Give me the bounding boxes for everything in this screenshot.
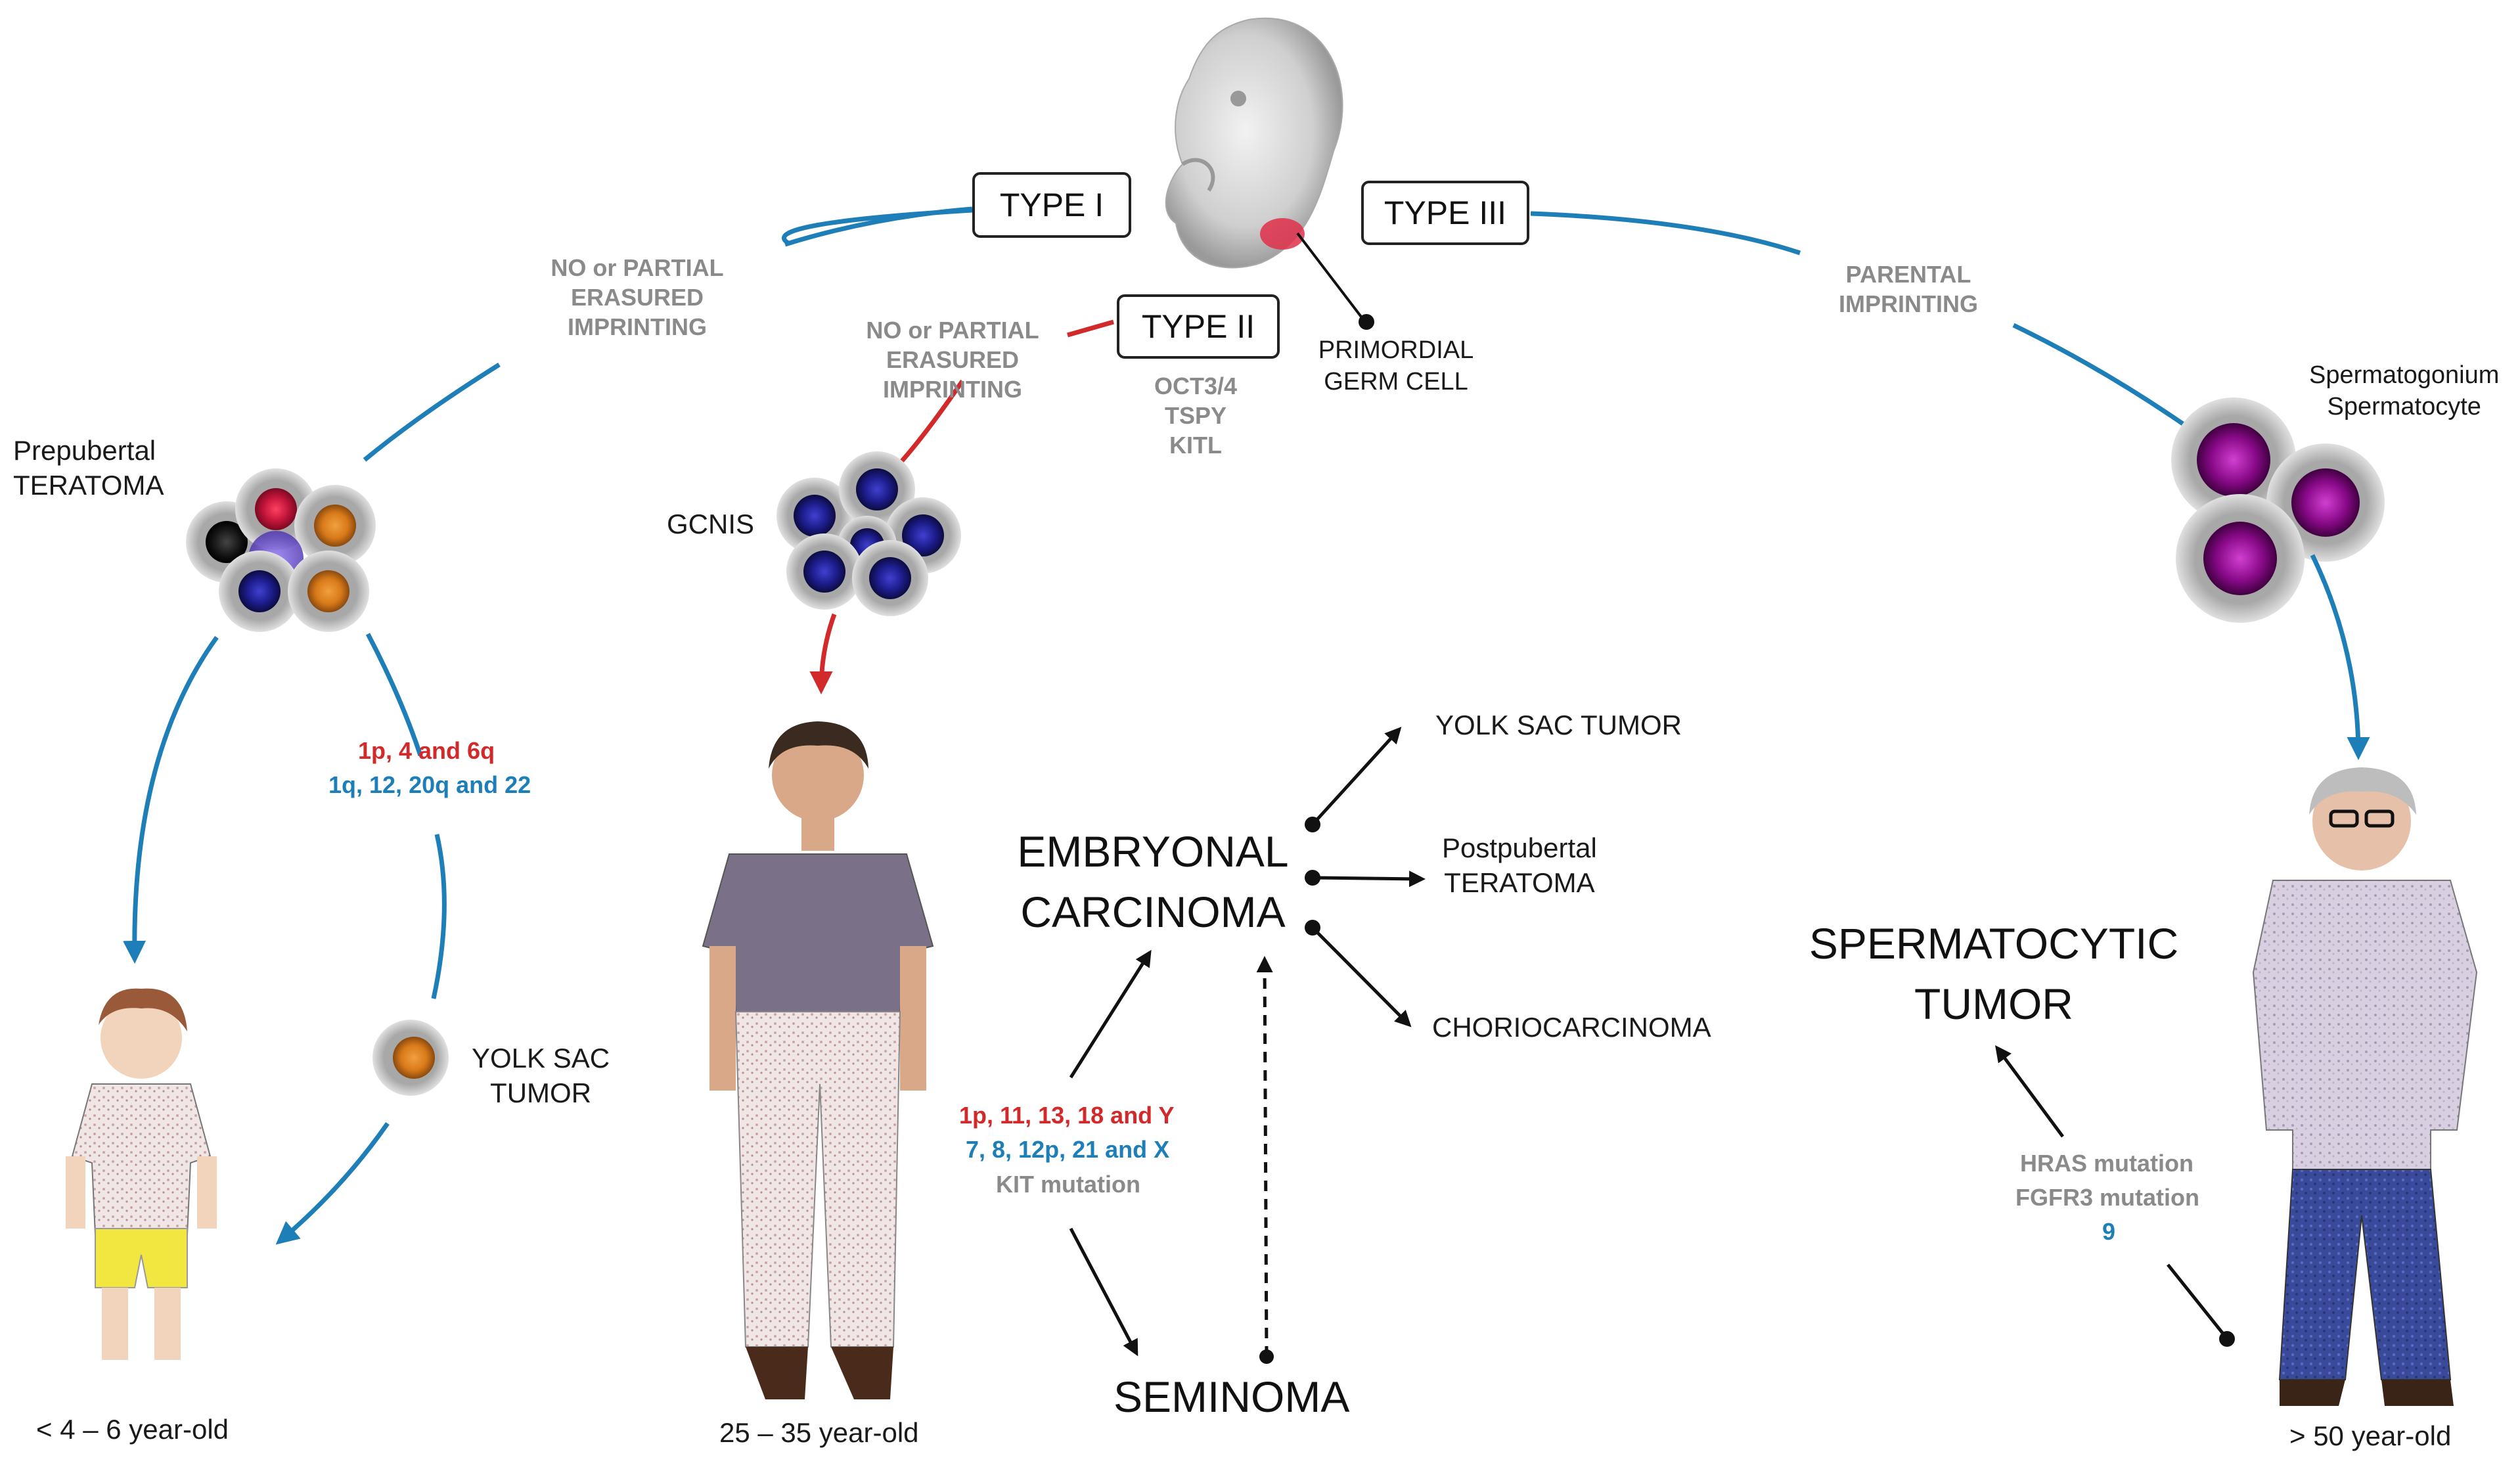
fgfr3-mutation: FGFR3 mutation	[2015, 1184, 2199, 1211]
pgc-dot	[1359, 314, 1374, 330]
type2-gains: 7, 8, 12p, 21 and X	[966, 1136, 1170, 1163]
gcnis-label: GCNIS	[667, 508, 755, 539]
type3-chrom: 9	[2102, 1218, 2116, 1245]
arc-type1-lower	[363, 363, 501, 462]
age-old-man: > 50 year-old	[2289, 1420, 2452, 1451]
arc-type3-upper	[1530, 211, 1801, 256]
spermatogonium-cell-cluster	[2171, 397, 2385, 623]
arrow-to-spermatocytic	[1995, 1045, 2065, 1138]
type2-box: TYPE II	[1117, 294, 1280, 359]
type1-cell-cluster	[186, 468, 376, 632]
spermatocytic-tumor-label: SPERMATOCYTIC TUMOR	[1809, 919, 2179, 1029]
pgc-label: PRIMORDIAL GERM CELL	[1318, 336, 1474, 395]
type3-box: TYPE III	[1361, 181, 1529, 245]
arrow-type1-to-child	[123, 635, 219, 964]
child-figure	[66, 988, 217, 1360]
prepubertal-teratoma-label: Prepubertal TERATOMA	[13, 435, 164, 501]
yolk-sac-label-type1: YOLK SAC TUMOR	[472, 1043, 610, 1108]
line-old-man-pointer	[2167, 1263, 2227, 1338]
type2-kit-mutation: KIT mutation	[996, 1171, 1140, 1198]
pgc-pointer	[1296, 232, 1366, 323]
arrow-to-chorio	[1311, 926, 1412, 1028]
type1-box: TYPE I	[972, 172, 1131, 238]
imprinting-label-middle: NO or PARTIAL ERASURED IMPRINTING	[866, 317, 1039, 403]
seminoma-label: SEMINOMA	[1114, 1372, 1350, 1421]
type1-losses: 1p, 4 and 6q	[358, 737, 495, 764]
yolk-sac-tumor-label: YOLK SAC TUMOR	[1435, 710, 1682, 740]
young-man-figure	[702, 721, 934, 1399]
line-type2-down	[898, 380, 964, 465]
age-young-man: 25 – 35 year-old	[719, 1417, 919, 1448]
age-child: < 4 – 6 year-old	[36, 1414, 229, 1445]
arrow-gcnis-to-man	[809, 613, 837, 694]
arrow-to-seminoma	[1069, 1227, 1138, 1357]
embryo-image	[1165, 17, 1343, 269]
postpubertal-teratoma-label: Postpubertal TERATOMA	[1442, 832, 1597, 898]
type1-gains: 1q, 12, 20q and 22	[328, 771, 531, 798]
choriocarcinoma-label: CHORIOCARCINOMA	[1432, 1012, 1711, 1043]
old-man-figure	[2252, 767, 2478, 1406]
arrow-to-teratoma	[1312, 870, 1426, 888]
seminoma-dot	[1259, 1349, 1274, 1364]
spermatogonium-label: Spermatogonium Spermatocyte	[2309, 361, 2500, 420]
arrow-type3-to-old-man	[2310, 554, 2370, 760]
pgc-markers: OCT3/4 TSPY KITL	[1154, 373, 1238, 459]
arrow-seminoma-to-embryonal	[1256, 956, 1273, 1357]
type2-losses: 1p, 11, 13, 18 and Y	[959, 1102, 1175, 1129]
arc-type3-lower	[2012, 323, 2189, 429]
embryonal-carcinoma-label: EMBRYONAL CARCINOMA	[1017, 827, 1289, 937]
imprinting-label-left: NO or PARTIAL ERASURED IMPRINTING	[551, 254, 724, 340]
arrow-yolk-to-child	[275, 1121, 390, 1245]
yolk-sac-cell-type1	[372, 1020, 449, 1096]
arc-type1-mid	[431, 834, 447, 999]
arc-type1-right	[365, 633, 423, 757]
hras-mutation: HRAS mutation	[2020, 1150, 2194, 1177]
gcnis-cell-cluster	[776, 451, 961, 616]
line-type2	[1067, 319, 1114, 338]
arrow-to-embryonal	[1069, 949, 1152, 1079]
arrow-to-yolk-sac	[1311, 727, 1402, 826]
imprinting-label-right: PARENTAL IMPRINTING	[1839, 261, 1978, 317]
arc-type1-upper	[784, 206, 973, 247]
